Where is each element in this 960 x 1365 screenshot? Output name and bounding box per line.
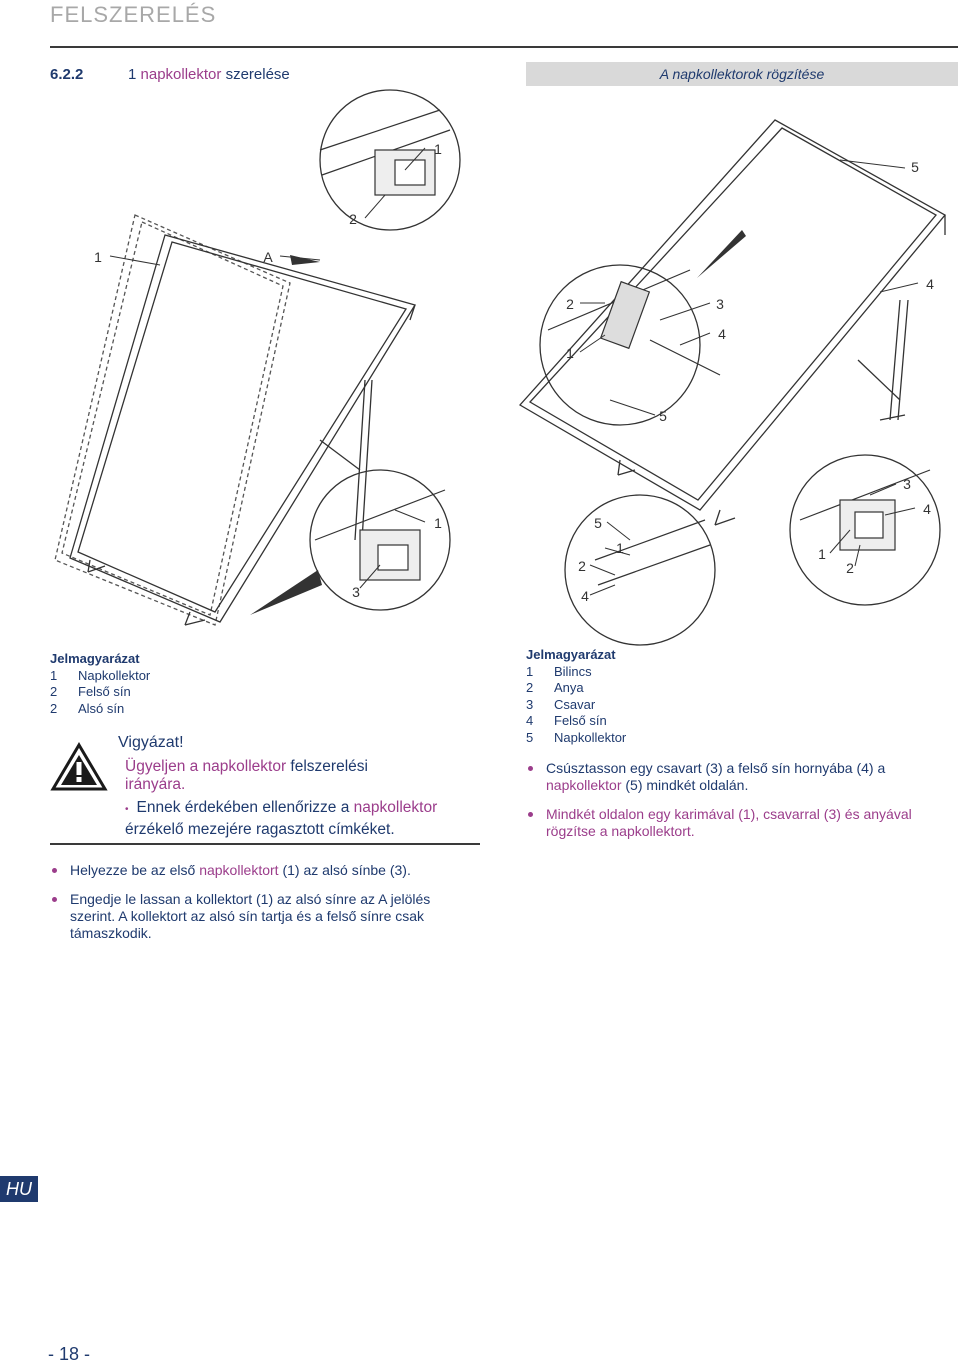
section-title-prefix: 1: [128, 66, 141, 83]
bullets-right: Csúsztasson egy csavart (3) a felső sín …: [526, 760, 946, 852]
fig-label-2-topcircle: 2: [349, 211, 357, 227]
detail-circle-right-middle: [539, 264, 701, 426]
fig-label-5-top: 5: [911, 159, 919, 175]
fig-label-4-midcircle: 4: [718, 326, 726, 342]
fig-label-2-br: 2: [846, 560, 854, 576]
instruction-bullet: Helyezze be az első napkollektort (1) az…: [50, 862, 470, 879]
section-number: 6.2.2: [50, 66, 84, 83]
warning-text: Ügyeljen a napkollektor felszerelési irán…: [125, 758, 485, 794]
fig-label-1-lowcircle: 1: [434, 515, 442, 531]
detail-circle-bottom-middle: [564, 494, 716, 646]
detail-circle-top-left: [319, 89, 461, 231]
warning-icon: [50, 742, 108, 791]
detail-circle-bottom-right: [789, 454, 941, 606]
page-header-title: FELSZERELÉS: [50, 2, 217, 27]
installation-figure: 1 A 1 2 5 4 2 3 4 1 5 1 3 5 1 2 4 3 4 1 …: [54, 89, 946, 646]
warning-subtext: •Ennek érdekében ellenőrizze a napkollek…: [125, 799, 438, 838]
right-collector: [518, 119, 946, 526]
warning-text-highlight: Ügyeljen a napkollektor: [125, 758, 287, 775]
warning-divider: [50, 843, 480, 845]
warning-title: Vigyázat!: [118, 734, 184, 751]
instruction-bullet: Mindkét oldalon egy karimával (1), csava…: [526, 806, 946, 840]
fig-label-1-left: 1: [94, 249, 102, 265]
fig-label-1-br: 1: [818, 546, 826, 562]
fig-label-3-lowcircle: 3: [352, 584, 360, 600]
fig-label-3-midcircle: 3: [716, 296, 724, 312]
header-divider: [50, 46, 958, 48]
section-right-title: A napkollektorok rögzítése: [659, 66, 825, 82]
fig-label-a: A: [263, 249, 273, 265]
fig-label-5-bottom: 5: [594, 515, 602, 531]
left-collector: [69, 234, 417, 626]
page-number: - 18 -: [48, 1344, 91, 1364]
section-right-title-box: A napkollektorok rögzítése: [526, 62, 958, 86]
fig-label-5-midcircle: 5: [659, 408, 667, 424]
legend-left-heading: Jelmagyarázat: [50, 651, 140, 666]
fig-label-4-bottom: 4: [581, 588, 589, 604]
fig-label-4-right: 4: [926, 276, 934, 292]
language-badge: HU: [0, 1176, 38, 1202]
instruction-bullet: Engedje le lassan a kollektort (1) az al…: [50, 891, 470, 942]
fig-label-1-midcircle: 1: [566, 345, 574, 361]
section-title-suffix: szerelése: [221, 66, 290, 83]
bullets-left: Helyezze be az első napkollektort (1) az…: [50, 862, 470, 954]
fig-label-2-bottom: 2: [578, 558, 586, 574]
fig-label-4-br: 4: [923, 501, 931, 517]
fig-label-1-topcircle: 1: [434, 141, 442, 157]
fig-label-3-br: 3: [903, 476, 911, 492]
detail-circle-bottom-left: [309, 469, 451, 611]
section-title-highlight: napkollektor: [140, 66, 222, 83]
warning-sub-bullet: •: [125, 804, 129, 815]
section-title: 1 napkollektor szerelése: [128, 66, 290, 83]
instruction-bullet: Csúsztasson egy csavart (3) a felső sín …: [526, 760, 946, 794]
legend-right-heading: Jelmagyarázat: [526, 647, 616, 662]
fig-label-1-bottom: 1: [616, 540, 624, 556]
warning-text-continued: felszerelési: [286, 758, 368, 775]
fig-label-2-midcircle: 2: [566, 296, 574, 312]
warning-text-line2: irányára.: [125, 776, 186, 793]
left-collector-ghost: [54, 214, 291, 626]
